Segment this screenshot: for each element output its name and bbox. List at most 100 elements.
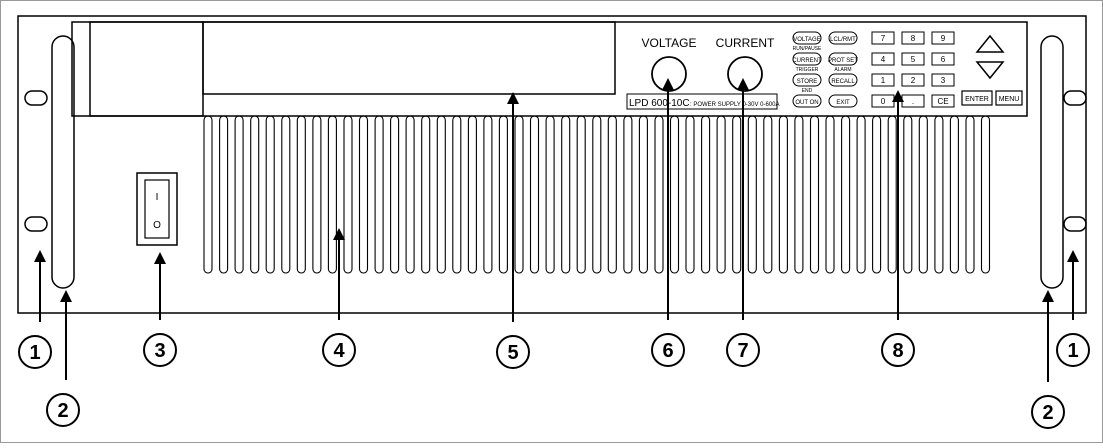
vent-slot xyxy=(778,115,788,274)
vent-slot xyxy=(358,115,369,274)
keypad-key-label: 7 xyxy=(881,34,886,43)
keypad-key[interactable] xyxy=(871,73,895,87)
vent-slot xyxy=(452,115,462,274)
vent-slot xyxy=(934,115,944,274)
right-handle-bar xyxy=(1040,35,1064,289)
vent-slot xyxy=(965,115,975,274)
callout-circle xyxy=(143,333,177,367)
chassis-outline xyxy=(17,15,1087,314)
vent-slot xyxy=(281,115,291,274)
callout-number: 4 xyxy=(333,340,345,362)
menu-key-label: MENU xyxy=(999,96,1020,103)
exit-key-label: EXIT xyxy=(836,100,850,106)
left-handle xyxy=(24,35,75,289)
exit-key[interactable] xyxy=(828,94,858,108)
left-rack-slot-bottom xyxy=(24,216,48,232)
keypad-key-label: 4 xyxy=(881,55,886,64)
current-knob[interactable] xyxy=(727,56,763,92)
keypad-key[interactable] xyxy=(931,94,955,108)
vent-slot xyxy=(576,115,586,274)
function-keys-col2: LCL/RMT PROT SET ALARM RECALL EXIT xyxy=(828,31,858,108)
vent-slot xyxy=(887,115,897,274)
callout-circle xyxy=(726,333,760,367)
vent-slot xyxy=(390,115,400,274)
right-rack-slot-bottom xyxy=(1063,216,1087,232)
out-on-key[interactable] xyxy=(792,94,822,108)
chassis xyxy=(17,15,1087,314)
down-arrow-key[interactable] xyxy=(975,61,1005,80)
callout-number: 3 xyxy=(154,340,165,362)
callout-arrowhead xyxy=(333,228,345,240)
callout-arrowhead xyxy=(892,90,904,102)
vent-slot xyxy=(623,115,633,274)
callout-arrowhead xyxy=(60,290,72,302)
power-switch-rocker[interactable] xyxy=(144,179,170,239)
keypad-key[interactable] xyxy=(931,73,955,87)
vent-slot xyxy=(872,115,882,274)
callout-number: 7 xyxy=(737,340,748,362)
switch-on-label: I xyxy=(156,192,159,203)
alarm-label: ALARM xyxy=(834,67,851,73)
vent-slot xyxy=(436,115,446,274)
out-on-key-label: OUT ON xyxy=(795,100,818,106)
recall-key[interactable] xyxy=(828,73,858,87)
vent-slot xyxy=(265,115,275,274)
keypad-key-label: 8 xyxy=(911,34,916,43)
up-arrow-key[interactable] xyxy=(975,34,1005,53)
vent-slot xyxy=(903,115,913,274)
vent-slot xyxy=(296,115,306,274)
keypad-key-label: 1 xyxy=(881,76,886,85)
callout-arrowhead xyxy=(1042,290,1054,302)
vent-slot xyxy=(234,115,244,274)
callout-arrowhead xyxy=(662,78,674,90)
keypad-key[interactable] xyxy=(931,52,955,66)
vent-slot xyxy=(763,115,773,274)
display-window xyxy=(202,21,616,95)
callout-circle xyxy=(881,333,915,367)
keypad-key-label: 3 xyxy=(941,76,946,85)
vent-slot xyxy=(809,115,820,274)
power-switch[interactable]: I O xyxy=(136,172,178,246)
vent-slot xyxy=(421,115,431,274)
callout-number: 1 xyxy=(29,342,40,364)
callout-circle xyxy=(1056,333,1090,367)
enter-key-label: ENTER xyxy=(965,96,989,103)
vent-slot xyxy=(856,115,866,274)
callout-arrowhead xyxy=(737,78,749,90)
vent-slot xyxy=(747,115,757,274)
keypad-key[interactable] xyxy=(871,31,895,45)
keypad-key[interactable] xyxy=(901,73,925,87)
trigger-label: TRIGGER xyxy=(796,67,819,73)
vent-slot xyxy=(498,115,508,274)
callout-arrowhead xyxy=(507,92,519,104)
keypad-key[interactable] xyxy=(931,31,955,45)
voltage-key-label: VOLTAGE xyxy=(793,37,820,43)
voltage-key[interactable] xyxy=(792,31,822,45)
keypad-key[interactable] xyxy=(901,31,925,45)
voltage-knob-label: VOLTAGE xyxy=(642,36,697,50)
menu-key[interactable] xyxy=(995,90,1023,106)
left-rack-slot-top xyxy=(24,90,48,106)
callout-circle xyxy=(1031,395,1065,429)
store-key[interactable] xyxy=(792,73,822,87)
vent-slot xyxy=(343,115,353,274)
vent-slot xyxy=(405,115,415,274)
keypad-key[interactable] xyxy=(871,52,895,66)
vent-slot xyxy=(794,115,804,274)
prot-set-key[interactable] xyxy=(828,52,858,66)
callout-circle xyxy=(651,333,685,367)
callout-number: 5 xyxy=(507,342,518,364)
keypad-key[interactable] xyxy=(901,52,925,66)
vent-slot xyxy=(716,115,726,274)
lcl-rmt-key[interactable] xyxy=(828,31,858,45)
current-key[interactable] xyxy=(792,52,822,66)
vent-slot xyxy=(669,115,680,274)
vent-slot xyxy=(219,115,229,274)
model-text: LPD 600-10C xyxy=(629,98,690,109)
model-desc: : POWER SUPPLY 0-30V 0-600A xyxy=(690,102,779,108)
enter-key[interactable] xyxy=(961,90,993,106)
callout-circle xyxy=(322,333,356,367)
store-key-label: STORE xyxy=(797,79,818,85)
